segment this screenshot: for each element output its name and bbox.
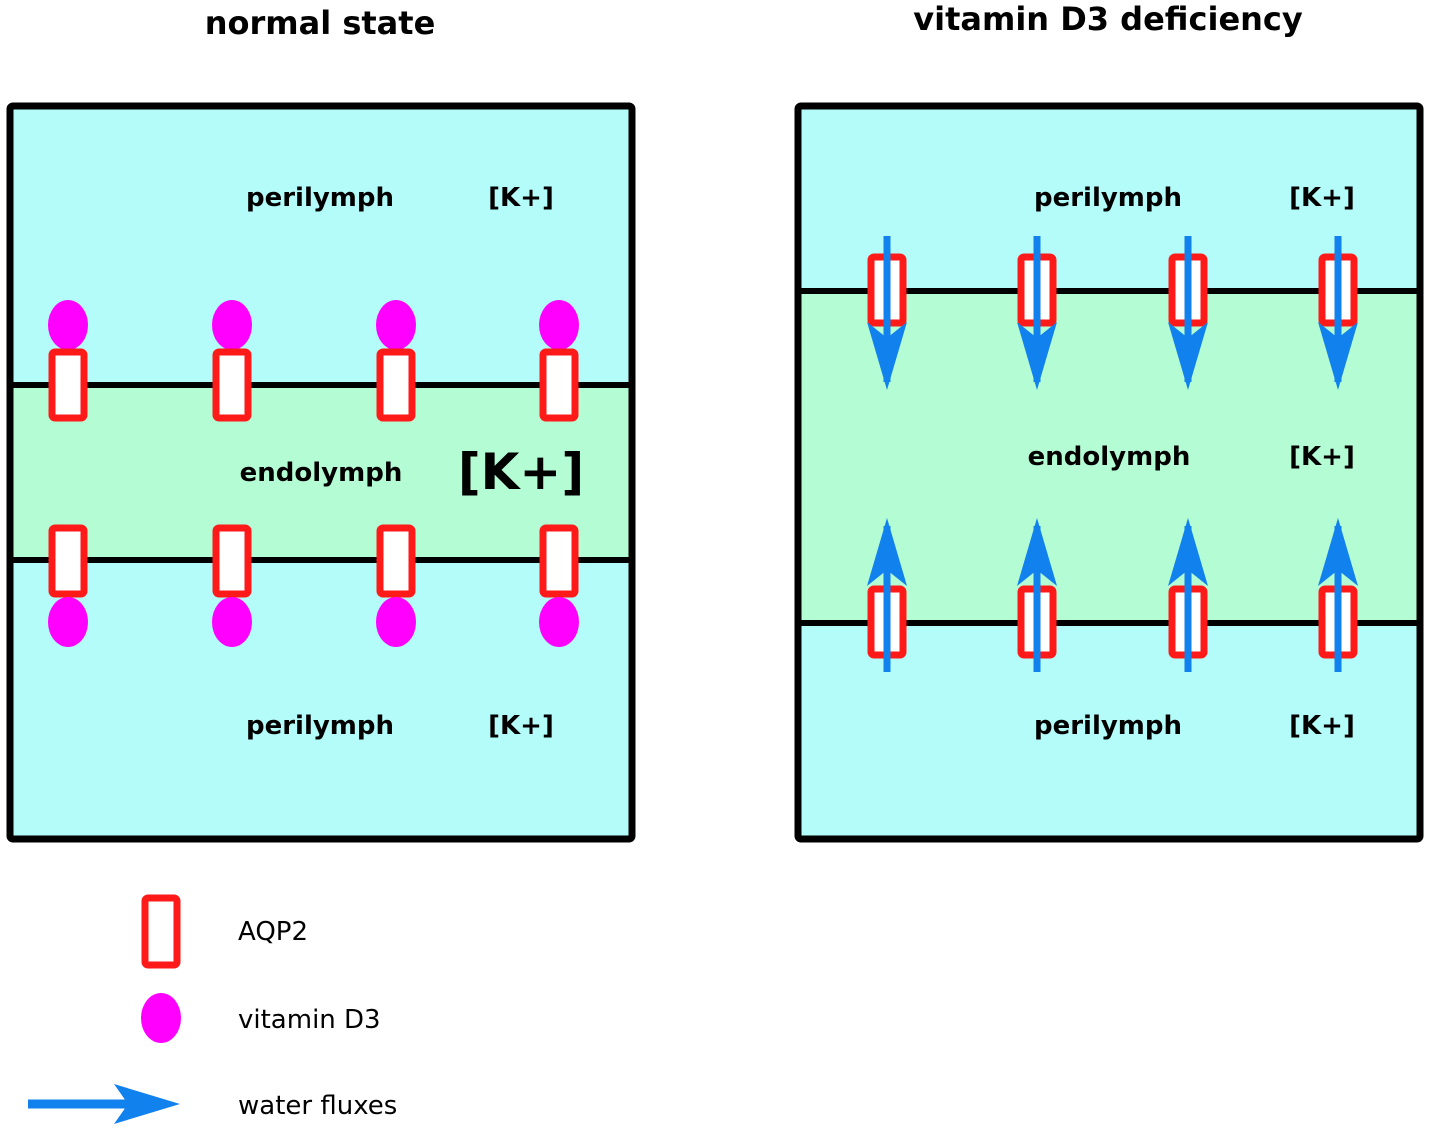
aqp2-channel <box>539 348 579 422</box>
legend-label-vitamin-d3: vitamin D3 <box>238 1005 381 1035</box>
aqp2-channel <box>539 524 579 598</box>
potassium-label-bottom: [K+] <box>1289 711 1355 741</box>
potassium-label-mid: [K+] <box>1289 442 1355 472</box>
channel-group <box>867 236 1358 672</box>
aqp2-channel <box>48 348 88 422</box>
vitamin-d3-molecule <box>376 597 416 647</box>
potassium-label-top: [K+] <box>488 183 554 213</box>
water-flux-arrow-head <box>1017 322 1057 390</box>
legend-label-water-fluxes: water fluxes <box>238 1091 397 1121</box>
panel-normal-state: normal state perilymph [K+] endolymph [K… <box>6 4 636 843</box>
perilymph-label-bottom: perilymph <box>1034 711 1182 741</box>
legend-label-aqp2: AQP2 <box>238 917 308 947</box>
panel-frame <box>6 102 636 843</box>
vitamin-d3-molecule <box>212 597 252 647</box>
channel-group <box>48 300 579 647</box>
aqp2-channel <box>48 524 88 598</box>
aqp2-channel <box>376 524 416 598</box>
potassium-label-bottom: [K+] <box>488 711 554 741</box>
panel-title-normal: normal state <box>205 4 436 42</box>
water-flux-arrow-head <box>867 322 907 390</box>
water-flux-arrow-head <box>1318 322 1358 390</box>
water-flux-arrow-head <box>1168 518 1208 586</box>
aqp2-channel <box>212 348 252 422</box>
vitamin-d3-molecule <box>48 300 88 350</box>
aqp2-legend-icon <box>141 894 181 969</box>
perilymph-label-bottom: perilymph <box>246 711 394 741</box>
vitamin-d3-molecule <box>212 300 252 350</box>
vitamin-d3-molecule <box>376 300 416 350</box>
endolymph-region <box>798 291 1420 623</box>
panel-title-deficiency: vitamin D3 deficiency <box>913 0 1303 38</box>
endolymph-label: endolymph <box>240 458 403 488</box>
vitamin-d3-legend-icon <box>141 993 181 1043</box>
water-flux-legend-icon <box>28 1084 180 1124</box>
perilymph-label-top: perilymph <box>246 183 394 213</box>
vitamin-d3-molecule <box>48 597 88 647</box>
vitamin-d3-molecule <box>539 300 579 350</box>
panel-vitamin-d3-deficiency: vitamin D3 deficiency perilymph [K+] end… <box>794 0 1424 843</box>
endolymph-region <box>10 385 632 560</box>
water-flux-arrow-head <box>1017 518 1057 586</box>
aqp2-channel <box>212 524 252 598</box>
legend: AQP2 vitamin D3 water fluxes <box>28 894 397 1124</box>
water-flux-arrow-head <box>867 518 907 586</box>
panel-frame <box>794 102 1424 843</box>
potassium-label-top: [K+] <box>1289 183 1355 213</box>
endolymph-label: endolymph <box>1028 442 1191 472</box>
water-flux-arrow-head <box>1318 518 1358 586</box>
vitamin-d3-molecule <box>539 597 579 647</box>
perilymph-label-top: perilymph <box>1034 183 1182 213</box>
aqp2-channel <box>376 348 416 422</box>
water-flux-arrow-head <box>1168 322 1208 390</box>
potassium-label-high: [K+] <box>458 443 584 501</box>
